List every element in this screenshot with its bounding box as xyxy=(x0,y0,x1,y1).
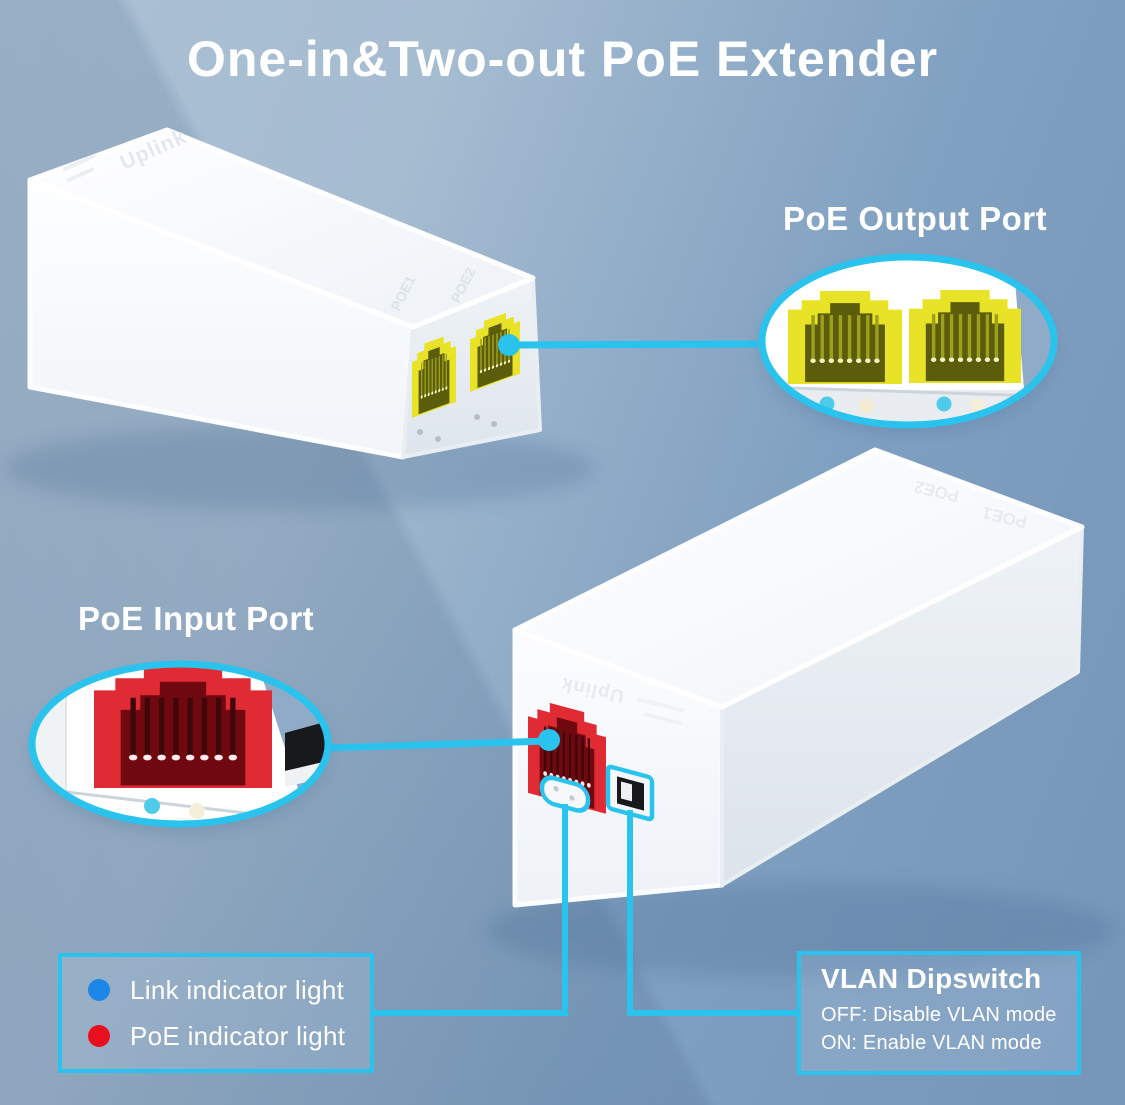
output-port-callout xyxy=(758,253,1058,433)
poe-led-off xyxy=(189,803,205,819)
led-indicator-window xyxy=(539,775,591,813)
poe-led-off xyxy=(858,398,874,414)
dipswitch-zoom xyxy=(285,720,328,771)
led-holes xyxy=(417,414,497,442)
poe-led-off xyxy=(970,398,986,414)
legend-row-poe: PoE indicator light xyxy=(88,1021,370,1052)
poe-extender-device-top: Uplink POE1 POE2 xyxy=(27,125,542,460)
vlan-off-description: OFF: Disable VLAN mode xyxy=(821,1004,1057,1026)
link-led-dot xyxy=(88,979,110,1001)
vlan-dipswitch xyxy=(605,764,655,822)
poe-led-label: PoE indicator light xyxy=(130,1020,346,1051)
page-title: One-in&Two-out PoE Extender xyxy=(186,31,939,87)
input-port-callout xyxy=(28,660,332,832)
face-edge-line xyxy=(762,385,1041,398)
callout-ring xyxy=(758,253,1058,429)
vlan-dipswitch-box: VLAN Dipswitch OFF: Disable VLAN mode ON… xyxy=(797,951,1081,1075)
device-top-top-face xyxy=(27,127,536,330)
device-bottom-top-face xyxy=(512,447,1085,710)
output-connector-dot xyxy=(498,334,520,356)
legend-connector-line xyxy=(372,804,568,1016)
rj45-port-zoom-input xyxy=(94,666,272,788)
device-edge-shade xyxy=(32,664,66,824)
poe-extender-device-bottom: Uplink POE2 POE1 xyxy=(512,447,1085,908)
embossed-marking xyxy=(637,697,685,726)
link-led-lit xyxy=(144,798,160,814)
input-connector-dot xyxy=(538,729,560,751)
legend-row-link: Link indicator light xyxy=(88,975,370,1006)
output-connector-line xyxy=(509,340,769,349)
vlan-heading: VLAN Dipswitch xyxy=(821,963,1042,994)
vlan-on-description: ON: Enable VLAN mode xyxy=(821,1032,1042,1054)
rj45-port-zoom-poe2 xyxy=(909,290,1021,383)
indicator-legend-box: Link indicator light PoE indicator light xyxy=(58,953,374,1073)
poe-led-dot xyxy=(88,1025,110,1047)
vlan-connector-line xyxy=(627,810,798,1016)
embossed-marking xyxy=(62,153,96,183)
input-connector-line xyxy=(325,737,549,752)
rj45-port-zoom-poe1 xyxy=(788,291,902,384)
callout-ring xyxy=(28,660,332,828)
input-port-label: PoE Input Port xyxy=(78,600,315,637)
link-led-label: Link indicator light xyxy=(130,974,345,1005)
output-port-label: PoE Output Port xyxy=(783,200,1048,237)
link-led-lit xyxy=(936,396,952,412)
